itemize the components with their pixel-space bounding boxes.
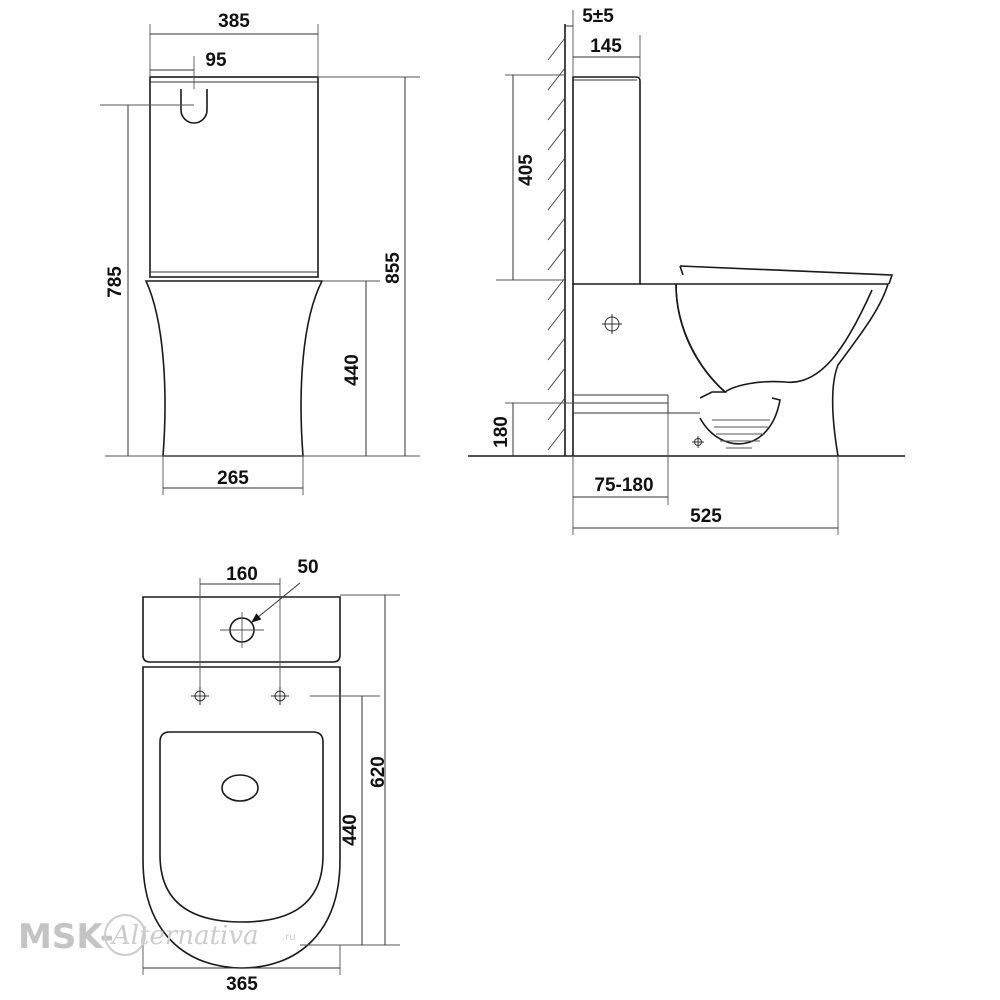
dim-145: 145	[590, 36, 622, 57]
dim-440-front: 440	[342, 354, 363, 386]
dim-385: 385	[218, 11, 250, 32]
top-seat	[159, 731, 324, 923]
dim-525: 525	[690, 506, 722, 527]
dim-160: 160	[226, 564, 258, 585]
side-trap	[699, 397, 781, 445]
dim-405: 405	[516, 154, 537, 186]
floor-fixing-point	[692, 436, 704, 448]
side-view: 5±5 145 405 180 75-180 525	[468, 6, 905, 535]
watermark-domain: .ru	[282, 932, 296, 943]
watermark-logo: MSK- Alternativa .ru	[18, 914, 296, 957]
trap-hatching	[712, 419, 770, 449]
dim-785: 785	[105, 266, 126, 298]
watermark-prefix: MSK-	[18, 917, 114, 957]
dim-180: 180	[491, 416, 512, 448]
side-bowl-inner	[675, 283, 873, 394]
wall-hatching	[547, 37, 566, 451]
front-flush-slot	[180, 89, 208, 124]
top-fixing-hole-right	[271, 687, 289, 705]
top-drain	[221, 774, 259, 802]
dim-75-180: 75-180	[594, 475, 653, 496]
front-tank	[149, 76, 319, 278]
dim-95: 95	[205, 50, 227, 71]
top-flush-button	[220, 612, 264, 648]
side-fixing-point	[602, 314, 622, 334]
dim-365: 365	[226, 974, 258, 995]
dim-265: 265	[217, 468, 249, 489]
top-tank	[142, 596, 341, 663]
side-seat	[679, 265, 894, 285]
side-tank	[572, 76, 641, 285]
dim-440-top: 440	[340, 814, 361, 846]
side-bowl-outline	[640, 283, 890, 457]
dim-5pm5: 5±5	[582, 6, 614, 27]
leader-50	[251, 582, 301, 623]
front-bowl	[144, 280, 324, 457]
watermark-script: Alternativa	[110, 921, 259, 951]
front-view: 385 95 785 855 440 265	[100, 11, 420, 495]
dim-620: 620	[368, 756, 389, 788]
dim-50: 50	[297, 557, 318, 578]
top-view: 160 50 620 440 365	[142, 557, 400, 995]
dim-855: 855	[383, 252, 404, 284]
top-fixing-hole-left	[191, 687, 209, 705]
